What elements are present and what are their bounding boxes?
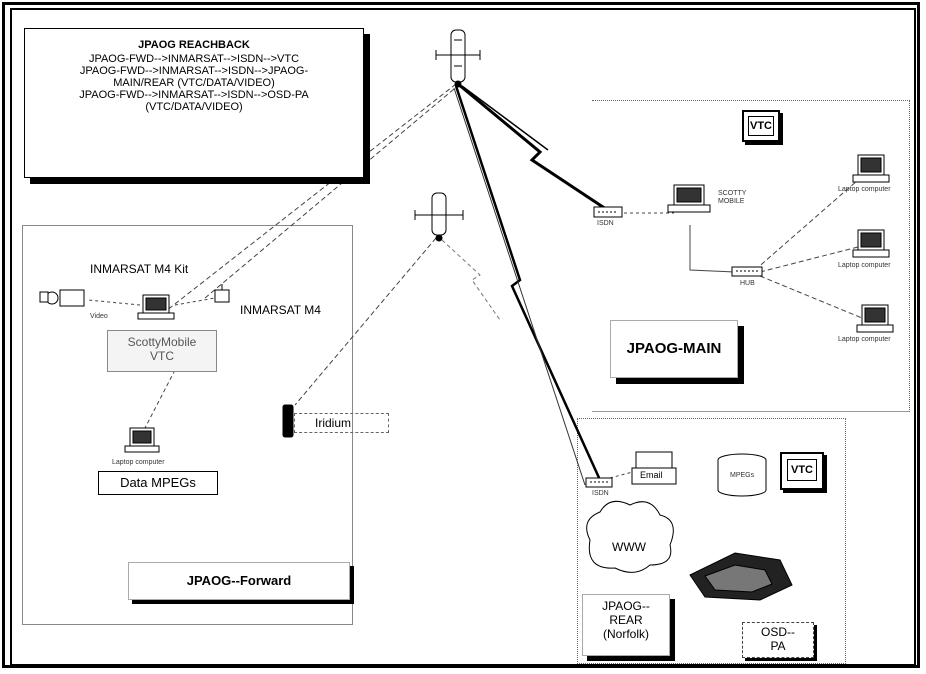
reachback-line-4: JPAOG-FWD-->INMARSAT-->ISDN-->OSD-PA xyxy=(31,89,357,101)
rear-title-box: JPAOG-- REAR (Norfolk) xyxy=(582,594,670,656)
main-laptop2-label: Laptop computer xyxy=(838,262,891,269)
reachback-line-5: (VTC/DATA/VIDEO) xyxy=(31,101,357,113)
iridium-box: Iridium xyxy=(294,413,389,433)
rear-isdn-icon xyxy=(586,478,612,487)
rear-vtc-label: VTC xyxy=(787,459,817,481)
main-laptop2-icon xyxy=(853,230,889,257)
reachback-line-2: JPAOG-FWD-->INMARSAT-->ISDN-->JPAOG- xyxy=(31,65,357,77)
link-laptop-m4 xyxy=(175,298,215,305)
link-sat1-main xyxy=(458,84,612,213)
scotty-mobile-box: ScottyMobile VTC xyxy=(107,330,217,372)
reachback-line-1: JPAOG-FWD-->INMARSAT-->ISDN-->VTC xyxy=(31,53,357,65)
forward-laptop-label: Laptop computer xyxy=(112,459,165,466)
main-laptop3-icon xyxy=(857,305,893,332)
main-vtc-label: VTC xyxy=(748,116,774,136)
link-sat2-iridium xyxy=(295,238,436,405)
main-scotty-label: SCOTTY MOBILE xyxy=(718,190,768,206)
www-cloud-icon xyxy=(587,501,674,572)
inmarsat-m4-kit-label: INMARSAT M4 Kit xyxy=(90,262,188,276)
main-hub-label: HUB xyxy=(740,280,755,287)
rear-title-line-1: JPAOG-- xyxy=(583,599,669,613)
main-laptop3-label: Laptop computer xyxy=(838,336,891,343)
main-vtc-monitor: VTC xyxy=(742,110,780,142)
iridium-label: Iridium xyxy=(315,416,351,430)
data-mpegs-box: Data MPEGs xyxy=(98,471,218,495)
reachback-line-3: MAIN/REAR (VTC/DATA/VIDEO) xyxy=(31,77,357,89)
link-sat1-rear xyxy=(456,86,600,480)
link-hub-laptop1 xyxy=(755,180,858,270)
main-hub-icon xyxy=(732,267,762,276)
www-label: WWW xyxy=(612,540,646,554)
main-scotty-laptop-icon xyxy=(668,185,710,212)
rear-isdn-label: ISDN xyxy=(592,490,609,497)
video-label: Video xyxy=(90,313,108,320)
rear-vtc-monitor: VTC xyxy=(780,452,824,490)
forward-title-box: JPAOG--Forward xyxy=(128,562,350,600)
osd-line-2: PA xyxy=(743,639,813,653)
link-hub-laptop3 xyxy=(760,276,862,318)
video-camera-icon xyxy=(40,290,84,306)
scotty-line-2: VTC xyxy=(108,349,216,363)
link-scotty-laptop xyxy=(145,370,175,428)
inmarsat-m4-label: INMARSAT M4 xyxy=(240,303,321,317)
osd-pa-box: OSD-- PA xyxy=(742,622,814,658)
main-laptop1-label: Laptop computer xyxy=(838,186,891,193)
rear-title-line-3: (Norfolk) xyxy=(583,627,669,641)
satellite-2-icon xyxy=(415,193,463,241)
data-mpegs-label: Data MPEGs xyxy=(120,475,196,490)
link-sat1-rear-b xyxy=(454,88,585,485)
iridium-phone-icon xyxy=(283,405,293,437)
data-laptop-icon xyxy=(125,428,159,452)
main-title-box: JPAOG-MAIN xyxy=(610,320,738,378)
rear-title-line-2: REAR xyxy=(583,613,669,627)
forward-title: JPAOG--Forward xyxy=(187,573,292,588)
main-laptop1-icon xyxy=(853,155,889,182)
reachback-title: JPAOG REACHBACK xyxy=(31,39,357,51)
link-camera-laptop xyxy=(88,300,140,305)
link-scotty-hub xyxy=(690,225,735,272)
main-title: JPAOG-MAIN xyxy=(627,340,722,357)
rear-server-label: MPEGs xyxy=(730,472,754,479)
rear-email-label: Email xyxy=(640,470,663,480)
scotty-line-1: ScottyMobile xyxy=(108,335,216,349)
main-isdn-label: ISDN xyxy=(597,220,614,227)
satellite-1-icon xyxy=(436,30,480,87)
osd-line-1: OSD-- xyxy=(743,625,813,639)
main-isdn-icon xyxy=(594,207,622,217)
link-sat2-rear xyxy=(442,240,500,320)
reachback-box: JPAOG REACHBACK JPAOG-FWD-->INMARSAT-->I… xyxy=(24,28,364,178)
pentagon-building-icon xyxy=(690,553,792,600)
forward-laptop-icon xyxy=(138,295,174,319)
inmarsat-m4-icon xyxy=(215,284,229,302)
